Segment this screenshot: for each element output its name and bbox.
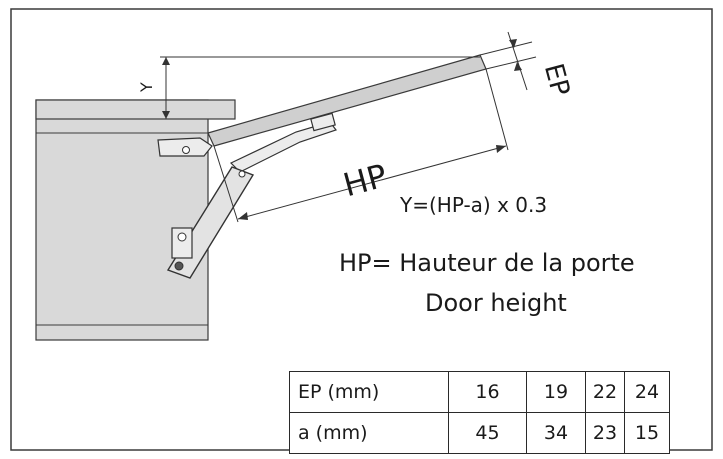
table-cell: 34 [526, 412, 586, 454]
table-row: a (mm) 45 34 23 15 [289, 412, 670, 454]
table-row-header: EP (mm) [289, 371, 449, 413]
ep-ext-1 [479, 41, 533, 56]
y-arrow-top [162, 57, 170, 65]
hp-ext-hinge [213, 145, 239, 223]
legend-text-fr: HP= Hauteur de la porte [339, 249, 635, 277]
legend-text-en: Door height [425, 289, 567, 317]
table-cell: 15 [624, 412, 670, 454]
ep-arrow-1 [509, 39, 517, 48]
ep-dimension [479, 31, 537, 91]
ep-label: EP [538, 60, 575, 99]
table-cell: 23 [585, 412, 625, 454]
door-bracket [310, 112, 336, 132]
ep-ext-2 [485, 56, 537, 70]
formula-text: Y=(HP-a) x 0.3 [399, 193, 547, 217]
hp-dim-line [237, 145, 507, 220]
table-cell: 22 [585, 371, 625, 413]
mount-screw-bottom [174, 261, 184, 271]
cabinet-body [35, 99, 209, 341]
hp-ext-door [485, 68, 509, 151]
hp-label: HP [339, 156, 391, 204]
lift-cylinder [166, 166, 255, 279]
hinge [157, 137, 213, 157]
table-cell: 19 [526, 371, 586, 413]
table-cell: 45 [448, 412, 527, 454]
table-cell: 24 [624, 371, 670, 413]
table-cell: 16 [448, 371, 527, 413]
door-panel [207, 54, 487, 147]
hp-arrow-right [496, 145, 506, 153]
cabinet-top-panel [35, 99, 236, 120]
y-dimension [160, 56, 480, 119]
hp-arrow-left [238, 212, 248, 220]
hinge-screw [182, 146, 190, 154]
spec-table: EP (mm) 16 19 22 24 a (mm) 45 34 23 15 [289, 371, 670, 454]
hp-dimension [213, 68, 509, 223]
ep-arrow-2 [514, 62, 522, 71]
table-row-header: a (mm) [289, 412, 449, 454]
cylinder-mount-plate [171, 227, 193, 259]
table-row: EP (mm) 16 19 22 24 [289, 371, 670, 413]
y-label: Y [137, 82, 156, 93]
mount-screw-top [177, 232, 187, 242]
y-arrow-bottom [162, 111, 170, 119]
cylinder-pivot [238, 170, 246, 178]
